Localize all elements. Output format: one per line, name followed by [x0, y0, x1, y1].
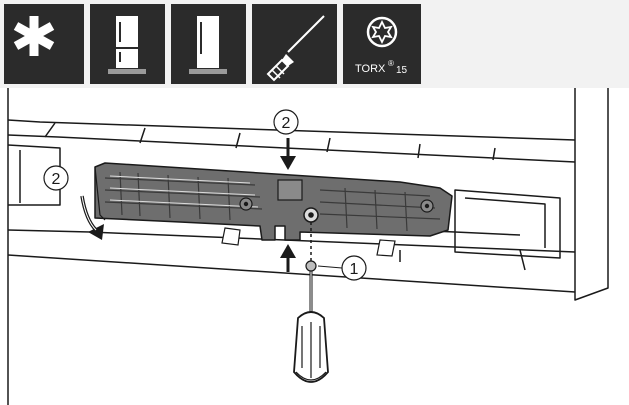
arrow-rotate-down: [80, 195, 104, 240]
arrow-push-down: [280, 138, 296, 170]
screwdriver-icon: [266, 15, 325, 82]
tool-tile-torx: TORX ® 15: [343, 4, 421, 84]
step-callout-1: 1: [317, 255, 367, 281]
tool-tile-screwdriver: [252, 4, 337, 84]
arrow-push-up: [280, 244, 296, 272]
step-number-1: 1: [350, 261, 359, 278]
step-callout-2-left: 2: [43, 165, 69, 191]
fridge-freezer-icon: [108, 16, 146, 74]
asterisk-icon: [13, 16, 55, 56]
torx-size-label: 15: [396, 65, 408, 76]
step-callout-2-top: 2: [273, 109, 299, 135]
screwdriver-illustration: [293, 260, 329, 383]
step-number-2-left: 2: [52, 171, 61, 188]
step-number-2-top: 2: [282, 115, 291, 132]
tool-tile-fridge-freezer: [90, 4, 165, 84]
tool-tile-fridge: [171, 4, 246, 84]
torx-star-icon: TORX ® 15: [355, 16, 408, 76]
installation-diagram: 1 2 2: [7, 88, 609, 405]
torx-registered-mark: ®: [388, 59, 394, 68]
torx-label: TORX: [355, 63, 386, 75]
fridge-icon: [189, 16, 227, 74]
tool-tile-asterisk: [4, 4, 84, 84]
tool-requirements-bar: TORX ® 15: [0, 0, 629, 88]
hinge-cover-part: [94, 162, 453, 257]
